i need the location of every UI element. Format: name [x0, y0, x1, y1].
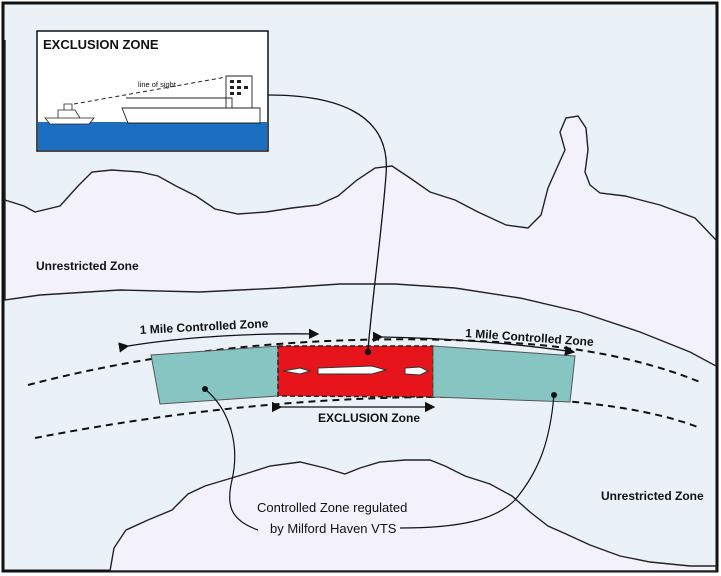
north-landmass — [4, 40, 717, 368]
controlled-left-arrow — [118, 328, 320, 353]
inset-title: EXCLUSION ZONE — [43, 37, 159, 52]
exclusion-zone-label: EXCLUSION Zone — [318, 411, 420, 425]
controlled-right-arrow — [372, 331, 576, 356]
unrestricted-zone-left-label: Unrestricted Zone — [36, 259, 139, 273]
inset-callout-line — [267, 94, 387, 351]
inset-small-boat — [44, 103, 95, 125]
inset-water — [38, 122, 267, 150]
vts-label-line2: by Milford Haven VTS — [270, 521, 397, 536]
vts-label-line1: Controlled Zone regulated — [257, 500, 407, 515]
channel-boundary-south — [34, 395, 701, 439]
line-of-sight-label: line of sight — [138, 80, 177, 89]
inset-sight-line — [73, 75, 233, 105]
tanker-vessel — [317, 365, 388, 375]
unrestricted-zone-right-label: Unrestricted Zone — [601, 489, 704, 503]
tanker-marker — [364, 348, 372, 356]
controlled-zone-left — [150, 345, 279, 405]
exclusion-zone-inset: EXCLUSION ZONE line of sight — [36, 30, 269, 152]
south-landmass — [109, 459, 717, 572]
inset-tanker — [121, 75, 261, 124]
vts-callout-right — [399, 394, 555, 529]
vts-callout-left — [204, 388, 259, 531]
escort-vessel-right — [404, 366, 430, 376]
escort-vessel-left — [282, 367, 312, 375]
controlled-zone-left-label: 1 Mile Controlled Zone — [139, 316, 269, 337]
